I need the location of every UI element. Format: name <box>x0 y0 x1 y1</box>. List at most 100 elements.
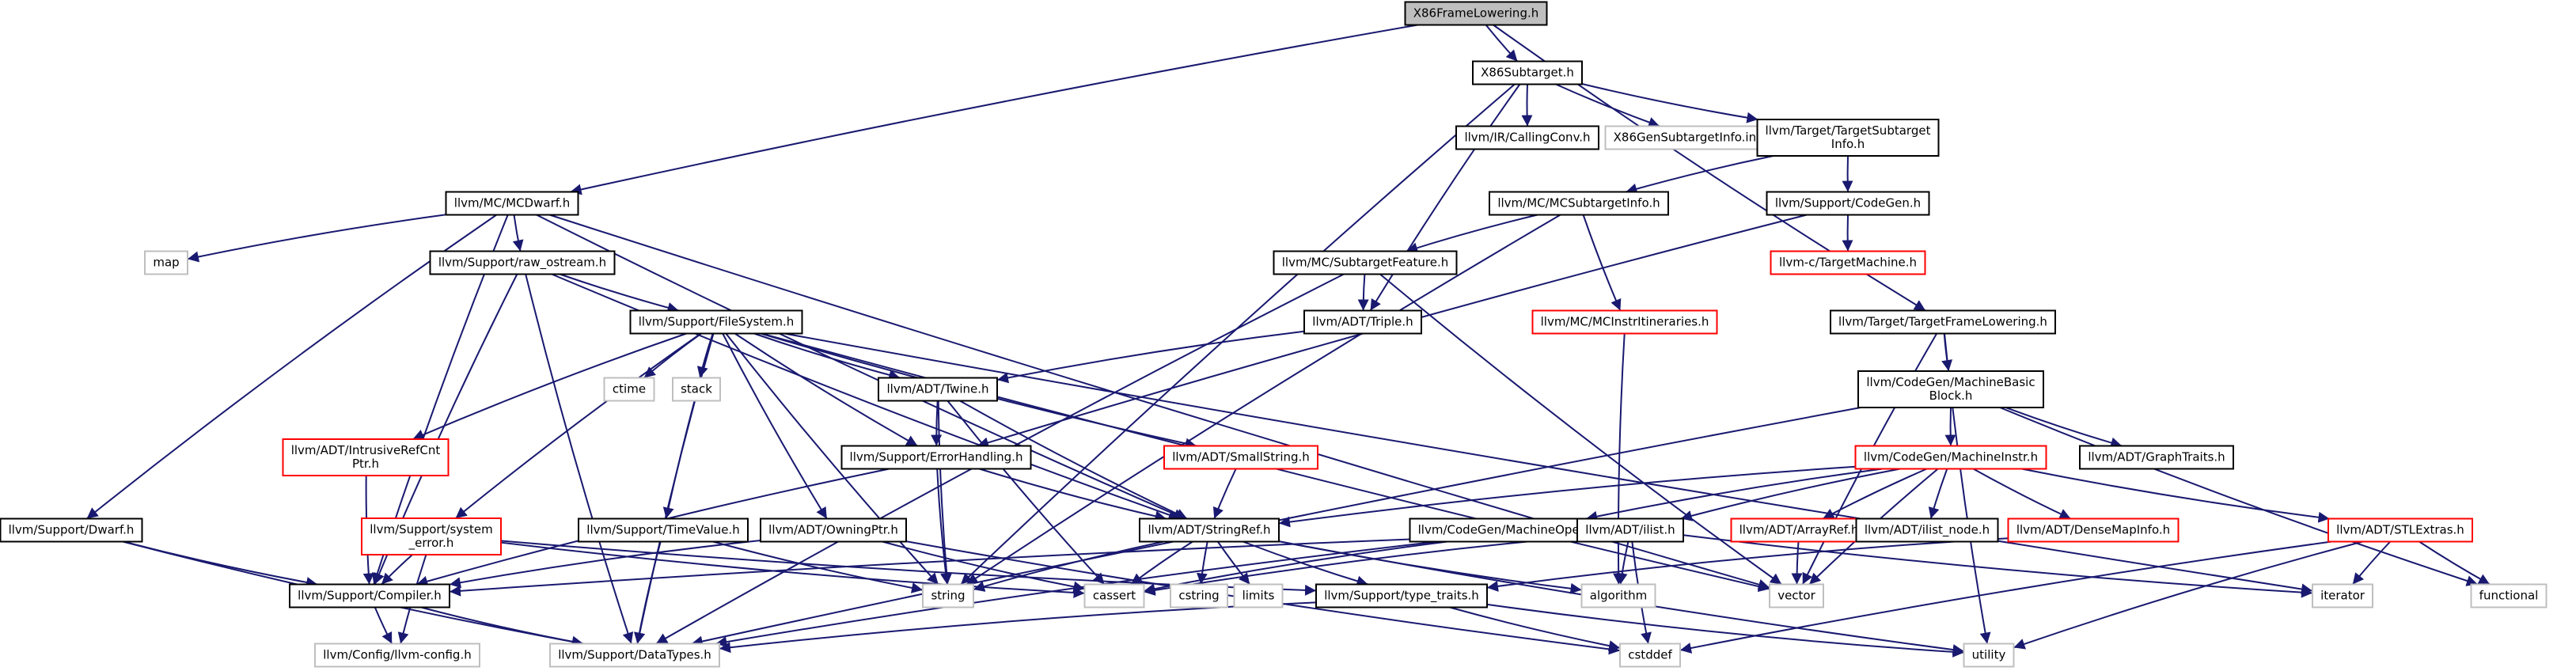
node-limits: limits <box>1233 583 1284 608</box>
node-dwarf[interactable]: llvm/Support/Dwarf.h <box>0 517 143 543</box>
edge-machineoperand-to-cassert <box>1144 540 1448 595</box>
node-targetmachine_c[interactable]: llvm-c/TargetMachine.h <box>1770 250 1926 275</box>
node-box <box>1580 583 1656 608</box>
node-llvm_config: llvm/Config/llvm-config.h <box>314 643 480 668</box>
node-box <box>0 517 143 543</box>
node-label: llvm/CodeGen/MachineOperand.h <box>1418 523 1618 537</box>
node-stlextras[interactable]: llvm/ADT/STLExtras.h <box>2328 517 2473 543</box>
node-label: llvm/Support/Compiler.h <box>298 589 442 603</box>
edge-machineinstr-to-ilist <box>1680 468 1901 521</box>
edge-subtargetfeature-to-vector <box>1379 273 1782 586</box>
node-label: cstddef <box>1628 648 1672 662</box>
node-box <box>445 191 579 216</box>
node-label: llvm-c/TargetMachine.h <box>1779 256 1917 270</box>
node-box <box>1472 60 1583 85</box>
node-datatypes: llvm/Support/DataTypes.h <box>549 643 720 668</box>
edge-type_traits-to-cstddef <box>1449 606 1621 652</box>
node-box <box>1576 517 1684 543</box>
node-label: string <box>931 589 965 603</box>
node-box <box>289 583 450 608</box>
node-box <box>1619 643 1681 668</box>
node-type_traits[interactable]: llvm/Support/type_traits.h <box>1315 583 1488 608</box>
node-raw_ostream[interactable]: llvm/Support/raw_ostream.h <box>429 250 616 275</box>
node-mcsubtargetinfo[interactable]: llvm/MC/MCSubtargetInfo.h <box>1489 191 1669 216</box>
node-label: X86FrameLowering.h <box>1413 6 1539 21</box>
node-label: stack <box>681 382 712 396</box>
edge-filesystem-to-system_error <box>454 332 702 519</box>
node-subtargetfeature[interactable]: llvm/MC/SubtargetFeature.h <box>1273 250 1458 275</box>
node-targetframelowering[interactable]: llvm/Target/TargetFrameLowering.h <box>1830 309 2056 335</box>
node-box <box>672 377 721 402</box>
node-callingconv[interactable]: llvm/IR/CallingConv.h <box>1455 125 1599 150</box>
node-stringref[interactable]: llvm/ADT/StringRef.h <box>1139 517 1280 543</box>
edge-owningptr-to-cassert <box>882 540 1085 593</box>
edge-mcinstritineraries-to-algorithm <box>1613 333 1626 585</box>
node-cstddef: cstddef <box>1619 643 1681 668</box>
node-codegen[interactable]: llvm/Support/CodeGen.h <box>1766 191 1930 216</box>
node-label: limits <box>1242 589 1275 603</box>
edge-machineinstr-to-stlextras <box>2021 468 2330 523</box>
node-label: vector <box>1777 589 1815 603</box>
node-mcdwarf[interactable]: llvm/MC/MCDwarf.h <box>445 191 579 216</box>
edge-filesystem-to-owningptr <box>722 333 828 520</box>
node-errorhandling[interactable]: llvm/Support/ErrorHandling.h <box>840 445 1032 470</box>
node-machineinstr[interactable]: llvm/CodeGen/MachineInstr.h <box>1854 445 2047 470</box>
node-label: llvm/ADT/ArrayRef.h <box>1739 523 1859 537</box>
node-box <box>1766 191 1930 216</box>
edge-mcsubtargetinfo-to-subtargetfeature <box>1406 214 1538 253</box>
node-label: llvm/Support/raw_ostream.h <box>438 256 606 271</box>
node-box <box>1404 1 1548 26</box>
node-smallstring[interactable]: llvm/ADT/SmallString.h <box>1163 445 1318 470</box>
node-system_error[interactable]: llvm/Support/system_error.h <box>361 517 502 555</box>
node-box <box>578 517 749 543</box>
edge-twine-to-stringref <box>959 400 1188 520</box>
node-filesystem[interactable]: llvm/Support/FileSystem.h <box>629 309 803 335</box>
edge-x86subtarget-to-callingconv <box>1521 84 1533 127</box>
node-label: _error.h <box>408 536 454 551</box>
node-ilist[interactable]: llvm/ADT/ilist.h <box>1576 517 1684 543</box>
node-label: cassert <box>1093 589 1136 603</box>
node-twine[interactable]: llvm/ADT/Twine.h <box>878 377 998 402</box>
node-map: map <box>144 250 188 275</box>
node-densemapinfo[interactable]: llvm/ADT/DenseMapInfo.h <box>2007 517 2180 543</box>
node-owningptr[interactable]: llvm/ADT/OwningPtr.h <box>760 517 907 543</box>
node-label: llvm/Target/TargetSubtarget <box>1766 123 1931 138</box>
edge-stlextras-to-utility <box>2013 540 2363 650</box>
edge-machineinstr-to-machineoperand <box>1585 468 1883 522</box>
node-x86subtarget[interactable]: X86Subtarget.h <box>1472 60 1583 85</box>
node-label: llvm/Support/Dwarf.h <box>9 523 135 537</box>
node-box <box>1489 191 1669 216</box>
node-label: llvm/ADT/SmallString.h <box>1172 450 1310 464</box>
node-timevalue[interactable]: llvm/Support/TimeValue.h <box>578 517 749 543</box>
node-box <box>361 517 502 555</box>
edge-system_error-to-compiler <box>381 554 413 586</box>
node-label: X86GenSubtargetInfo.inc <box>1614 131 1763 145</box>
edge-mcsubtargetinfo-to-mcinstritineraries <box>1582 214 1622 311</box>
node-arrayref[interactable]: llvm/ADT/ArrayRef.h <box>1730 517 1868 543</box>
node-utility: utility <box>1963 643 2015 668</box>
node-label: Info.h <box>1831 137 1865 151</box>
node-box <box>1855 517 1999 543</box>
node-label: llvm/ADT/ilist_node.h <box>1865 523 1990 538</box>
node-mcinstritineraries[interactable]: llvm/MC/MCInstrItineraries.h <box>1531 309 1718 335</box>
node-label: llvm/Support/ErrorHandling.h <box>850 450 1023 464</box>
node-box <box>1170 583 1228 608</box>
node-ilist_node[interactable]: llvm/ADT/ilist_node.h <box>1855 517 1999 543</box>
node-triple[interactable]: llvm/ADT/Triple.h <box>1303 309 1422 335</box>
node-label: llvm/Config/llvm-config.h <box>323 648 471 662</box>
node-box <box>1455 125 1599 150</box>
node-x86framelowering[interactable]: X86FrameLowering.h <box>1404 1 1548 26</box>
edge-x86subtarget-to-triple <box>1369 83 1521 312</box>
node-cstring: cstring <box>1170 583 1228 608</box>
node-compiler[interactable]: llvm/Support/Compiler.h <box>289 583 450 608</box>
node-box <box>1756 119 1940 157</box>
node-box <box>1083 583 1145 608</box>
node-iterator: iterator <box>2312 583 2373 608</box>
node-graphtraits[interactable]: llvm/ADT/GraphTraits.h <box>2079 445 2234 470</box>
edge-machinebasicblock-to-functional <box>1999 407 2479 586</box>
node-x86gensubtargetinfo: X86GenSubtargetInfo.inc <box>1604 125 1772 150</box>
node-label: llvm/ADT/IntrusiveRefCnt <box>291 443 441 457</box>
